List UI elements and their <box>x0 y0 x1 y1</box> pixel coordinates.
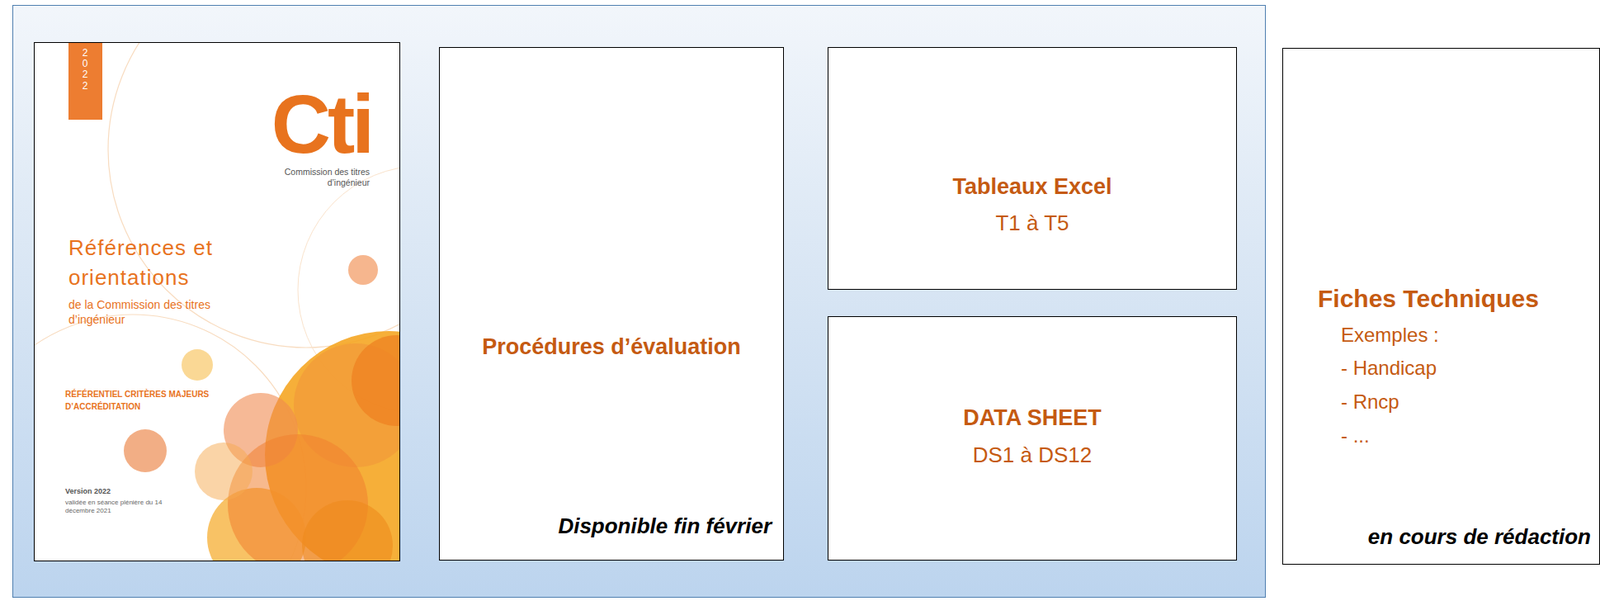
status-note: Disponible fin février <box>557 513 772 539</box>
info-box: DATA SHEET DS1 à DS12 <box>827 316 1237 561</box>
list-item: - ... <box>1340 424 1370 448</box>
info-box: Tableaux Excel T1 à T5 <box>827 47 1237 290</box>
info-box: Procédures d’évaluationDisponible fin fé… <box>438 47 784 561</box>
cover-title: Références et orientations <box>68 232 263 293</box>
list-item: - Rncp <box>1340 390 1400 414</box>
box-subtitle: DS1 à DS12 <box>828 442 1237 468</box>
year-tab: 2022 <box>80 47 90 92</box>
logo-text: Cti <box>271 82 372 166</box>
list-item: - Handicap <box>1340 356 1437 380</box>
document-cover: 2022CtiCommission des titres d’ingénieur… <box>33 42 401 562</box>
box-subtitle: T1 à T5 <box>828 210 1237 236</box>
cover-subtitle: de la Commission des titres d’ingénieur <box>68 297 238 327</box>
box-title: Tableaux Excel <box>828 174 1237 200</box>
version-text: Version 2022 <box>65 486 111 496</box>
status-note: en cours de rédaction <box>1368 523 1591 550</box>
info-box: Fiches TechniquesExemples : - Handicap - R… <box>1282 47 1600 565</box>
box-title: DATA SHEET <box>828 405 1237 431</box>
logo-subtitle: Commission des titres d’ingénieur <box>274 166 370 189</box>
cover-heading: RÉFÉRENTIEL CRITÈRES MAJEURS D’ACCRÉDITA… <box>65 387 255 413</box>
version-note: validée en séance plénière du 14 décembr… <box>65 498 189 515</box>
box-title: Fiches Techniques <box>1317 284 1539 313</box>
list-heading: Exemples : <box>1340 323 1440 347</box>
box-title: Procédures d’évaluation <box>439 334 784 360</box>
